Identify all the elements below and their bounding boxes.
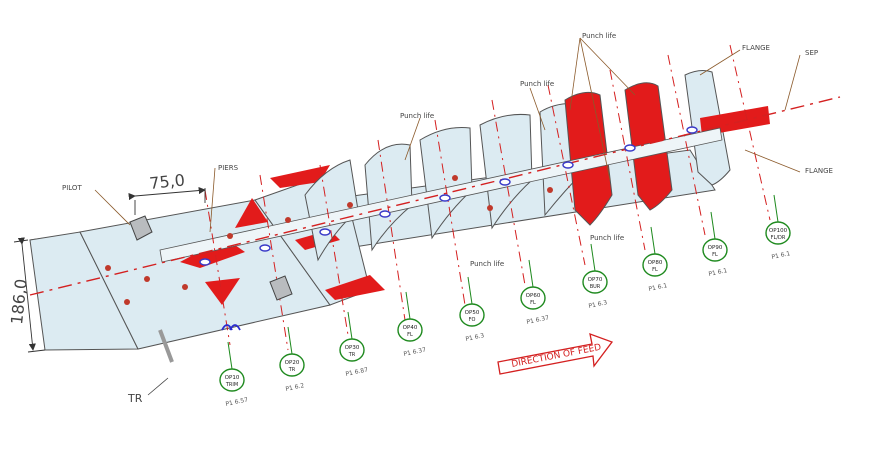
station-operation: BUR [590,284,601,290]
station-operation: TR [288,367,296,373]
station-bubble [279,353,305,377]
station-note: P1 6.57 [225,396,249,408]
scrap-cut-triangle-upper [235,198,268,228]
station-stem [467,276,473,305]
station-id: OP80 [648,260,663,266]
station-bubble [339,338,365,362]
scrap-cut-bottom [325,275,385,300]
carrier-web [159,127,723,263]
cut-symbol [221,324,241,331]
station-operation: FL [652,267,658,273]
flange-top-label: FLANGE [742,44,770,52]
width-dimension [13,237,46,353]
station-operation: TR [348,352,356,358]
station-id: OP70 [588,277,603,283]
station-bubble [219,368,245,392]
punch-life-label-1: Punch life [400,112,434,120]
station-stem [347,311,353,340]
station-stem [590,243,596,272]
station-id: OP40 [403,325,418,331]
station-id: OP100 [769,228,788,234]
station-id: OP50 [465,310,480,316]
scrap-cut-top-1 [270,165,330,188]
station-id: OP90 [708,245,723,251]
strip-centerline [29,96,841,296]
punch-life-label-3: Punch life [582,32,616,40]
station-note: P1 6.3 [588,299,608,310]
station-bubble [582,270,608,294]
station-bubble [459,303,485,327]
station-operation: FO [469,317,476,323]
station-bubble [642,253,668,277]
station-bubble [520,286,546,310]
station-stem [650,226,656,255]
station-note: P1 6.1 [771,250,791,261]
annotation-leaders [94,37,801,233]
station-stem [528,259,534,288]
feed-direction-arrow [497,332,614,375]
punch-life-label-5: Punch life [590,234,624,242]
station-stem [773,194,779,223]
station-operation: FL/DR [771,235,786,241]
sep-label: SEP [805,49,818,57]
station-note: P1 6.3 [465,332,485,343]
pierce-holes [105,175,553,305]
station-note: P1 6.87 [345,366,369,378]
station-note: P1 6.2 [285,382,305,393]
station-operation: FL [712,252,718,258]
width-dimension-label: 186,0 [7,278,31,326]
punch-life-label-4: Punch life [470,260,504,268]
pilot-blocks [129,215,293,301]
pilot-left-label: PILOT [62,184,82,192]
station-pitch-lines [204,44,771,351]
punch-life-label-2: Punch life [520,80,554,88]
station-id: OP10 [225,375,240,381]
station-note: P1 6.37 [403,346,427,358]
pilot-top-label: PIERS [218,164,239,172]
station-operation: FL [407,332,413,338]
tr-label: TR [127,392,143,405]
station-note: P1 6.1 [648,282,668,293]
station-operation: TRIM [225,382,238,388]
station-bubble [702,238,728,262]
station-bubble [397,318,423,342]
station-note: P1 6.1 [708,267,728,278]
scrap-cut-triangle-lower [205,278,240,305]
station-stem [405,291,411,320]
pitch-dimension [128,186,206,215]
flange-bottom-label: FLANGE [805,167,833,175]
pitch-dimension-label: 75,0 [148,170,185,193]
station-operation: FL [530,300,536,306]
station-stem [227,341,233,370]
station-id: OP20 [285,360,300,366]
station-id: OP30 [345,345,360,351]
station-stem [710,211,716,240]
pilot-holes [199,126,698,266]
station-bubble [765,221,791,245]
station-id: OP60 [526,293,541,299]
station-stem [287,326,293,355]
station-note: P1 6.37 [526,314,550,326]
tr-pin [158,329,174,363]
